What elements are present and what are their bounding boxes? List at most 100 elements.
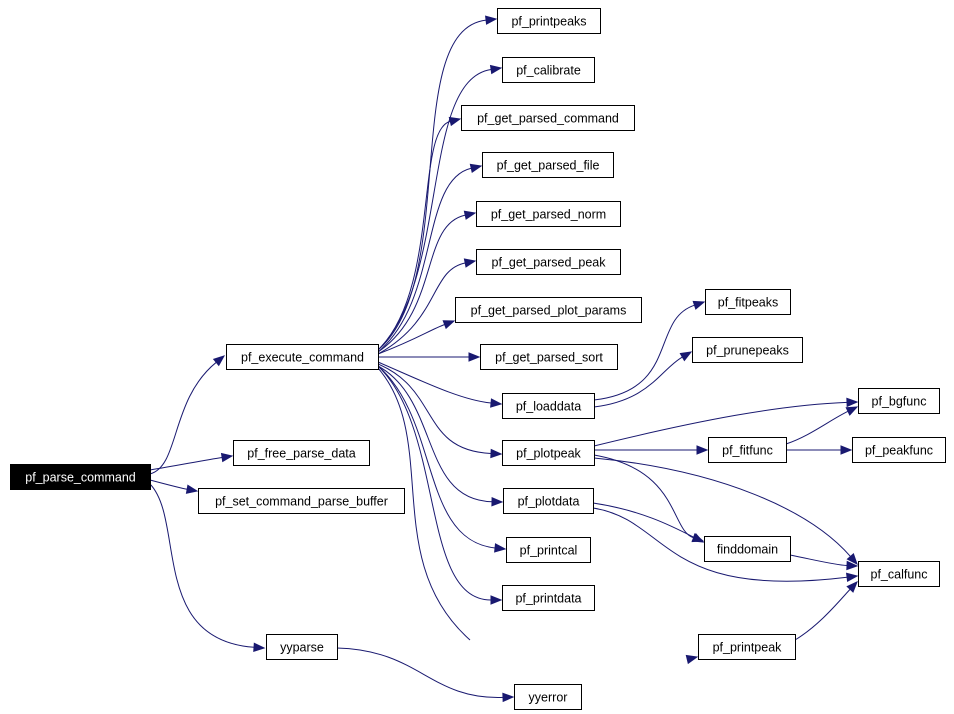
edge-pf_fitfunc-to-pf_bgfunc: [785, 406, 859, 445]
edge-pf_execute_command-to-pf_plotpeak: [377, 363, 503, 459]
node-pf_plotdata[interactable]: pf_plotdata: [503, 488, 594, 514]
node-label: pf_printpeaks: [511, 15, 586, 29]
node-pf_fitfunc[interactable]: pf_fitfunc: [708, 437, 787, 463]
edge-pf_parse_command-to-pf_set_command_parse_buffer: [149, 479, 199, 494]
arrowhead-icon: [691, 532, 705, 543]
node-pf_plotpeak[interactable]: pf_plotpeak: [502, 440, 595, 466]
arrowhead-icon: [490, 448, 503, 459]
arrowhead-icon: [685, 654, 699, 665]
node-label: yyerror: [529, 691, 568, 705]
node-box: [698, 634, 796, 660]
node-box: [502, 585, 595, 611]
arrowhead-icon: [846, 572, 859, 582]
node-box: [476, 201, 621, 227]
edges-layer: [149, 15, 859, 703]
edge-pf_plotdata-to-pf_calfunc: [592, 507, 859, 582]
node-box: [852, 437, 946, 463]
node-label: pf_get_parsed_norm: [491, 208, 606, 222]
node-pf_printpeaks[interactable]: pf_printpeaks: [497, 8, 601, 34]
node-pf_peakfunc[interactable]: pf_peakfunc: [852, 437, 946, 463]
arrowhead-icon: [840, 445, 853, 455]
node-pf_bgfunc[interactable]: pf_bgfunc: [858, 388, 940, 414]
nodes-layer: pf_parse_command pf_execute_command pf_fre…: [10, 8, 946, 710]
node-label: pf_peakfunc: [865, 444, 933, 458]
node-pf_get_parsed_norm[interactable]: pf_get_parsed_norm: [476, 201, 621, 227]
node-label: pf_printdata: [515, 592, 581, 606]
node-pf_printpeak[interactable]: pf_printpeak: [698, 634, 796, 660]
edge-pf_loaddata-to-pf_fitpeaks: [593, 300, 706, 401]
arrowhead-icon: [469, 163, 483, 173]
node-pf_get_parsed_sort[interactable]: pf_get_parsed_sort: [480, 344, 618, 370]
arrowhead-icon: [220, 452, 234, 463]
node-label: pf_fitpeaks: [718, 296, 778, 310]
node-box: [198, 488, 405, 514]
node-box: [502, 393, 595, 419]
node-label: pf_free_parse_data: [247, 447, 355, 461]
arrowhead-icon: [463, 210, 477, 220]
node-box: [10, 464, 151, 490]
node-label: pf_get_parsed_peak: [492, 256, 607, 270]
node-box: [502, 440, 595, 466]
edge-pf_printpeak-to-pf_calfunc: [794, 581, 858, 641]
edge-pf_execute_command-to-pf_get_parsed_sort: [378, 352, 481, 362]
node-pf_parse_command[interactable]: pf_parse_command: [10, 464, 151, 490]
edge-pf_plotpeak-to-finddomain: [593, 454, 705, 543]
node-label: pf_get_parsed_file: [497, 159, 600, 173]
arrowhead-icon: [696, 445, 709, 455]
node-pf_get_parsed_file[interactable]: pf_get_parsed_file: [482, 152, 614, 178]
node-box: [514, 684, 582, 710]
edge-pf_execute_command-to-pf_get_parsed_command: [377, 116, 462, 351]
edge-pf_execute_command-to-pf_printpeak: [377, 367, 699, 665]
node-pf_prunepeaks[interactable]: pf_prunepeaks: [692, 337, 803, 363]
node-pf_fitpeaks[interactable]: pf_fitpeaks: [705, 289, 791, 315]
node-yyparse[interactable]: yyparse: [266, 634, 338, 660]
node-box: [482, 152, 614, 178]
node-pf_set_command_parse_buffer[interactable]: pf_set_command_parse_buffer: [198, 488, 405, 514]
node-label: yyparse: [280, 641, 324, 655]
edge-pf_fitfunc-to-pf_peakfunc: [785, 445, 853, 455]
node-label: pf_calfunc: [871, 568, 928, 582]
node-pf_calfunc[interactable]: pf_calfunc: [858, 561, 940, 587]
arrowhead-icon: [463, 258, 477, 268]
edge-pf_execute_command-to-pf_calibrate: [377, 64, 503, 351]
node-box: [858, 388, 940, 414]
node-box: [476, 249, 621, 275]
node-pf_free_parse_data[interactable]: pf_free_parse_data: [233, 440, 370, 466]
edge-pf_execute_command-to-pf_printdata: [377, 365, 503, 605]
arrowhead-icon: [845, 406, 859, 416]
node-label: pf_loaddata: [516, 400, 581, 414]
edge-pf_execute_command-to-pf_printpeaks: [377, 15, 498, 351]
node-finddomain[interactable]: finddomain: [704, 536, 791, 562]
node-pf_get_parsed_peak[interactable]: pf_get_parsed_peak: [476, 249, 621, 275]
node-label: pf_printcal: [520, 544, 578, 558]
node-box: [705, 289, 791, 315]
node-pf_get_parsed_command[interactable]: pf_get_parsed_command: [461, 105, 635, 131]
arrowhead-icon: [485, 15, 498, 25]
node-label: pf_plotdata: [518, 495, 580, 509]
node-pf_execute_command[interactable]: pf_execute_command: [226, 344, 379, 370]
node-box: [497, 8, 601, 34]
edge-pf_parse_command-to-pf_execute_command: [149, 355, 226, 475]
edge-pf_execute_command-to-pf_get_parsed_peak: [377, 258, 477, 355]
arrowhead-icon: [846, 581, 858, 593]
edge-pf_plotpeak-to-pf_bgfunc: [593, 397, 859, 447]
arrowhead-icon: [502, 692, 515, 703]
arrowhead-icon: [468, 352, 481, 362]
node-box: [502, 57, 595, 83]
node-box: [506, 537, 591, 563]
arrowhead-icon: [442, 320, 456, 330]
node-pf_calibrate[interactable]: pf_calibrate: [502, 57, 595, 83]
edge-pf_plotpeak-to-pf_fitfunc: [593, 445, 709, 455]
node-pf_printdata[interactable]: pf_printdata: [502, 585, 595, 611]
node-pf_loaddata[interactable]: pf_loaddata: [502, 393, 595, 419]
node-yyerror[interactable]: yyerror: [514, 684, 582, 710]
arrowhead-icon: [448, 116, 462, 127]
node-pf_printcal[interactable]: pf_printcal: [506, 537, 591, 563]
node-pf_get_parsed_plot_params[interactable]: pf_get_parsed_plot_params: [455, 297, 642, 323]
node-label: pf_plotpeak: [516, 447, 581, 461]
node-box: [226, 344, 379, 370]
edge-finddomain-to-pf_calfunc: [789, 554, 859, 571]
node-box: [708, 437, 787, 463]
node-label: pf_fitfunc: [722, 444, 773, 458]
